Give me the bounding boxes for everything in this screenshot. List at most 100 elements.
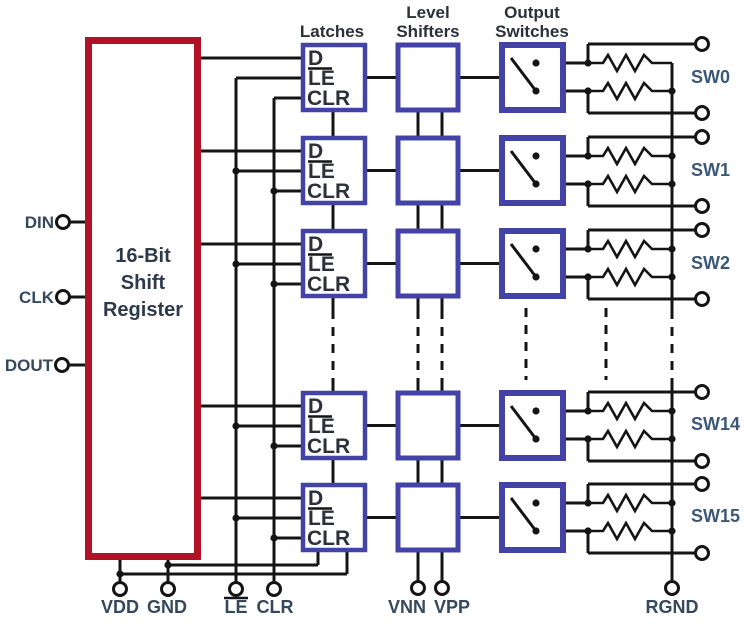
clk-label: CLK (19, 288, 55, 307)
channel-row-sw2: D LE CLR SW2 (201, 222, 730, 307)
wire (331, 296, 444, 393)
vpp-terminal (434, 580, 450, 596)
resistor (588, 238, 672, 260)
switch-lever (509, 497, 538, 532)
sw-terminal-bottom (694, 198, 710, 214)
latch-port-le: LE (308, 67, 335, 90)
latch-port-d: D (308, 47, 323, 70)
latch-port-le: LE (308, 253, 335, 276)
rgnd-terminal (664, 580, 680, 596)
sw-terminal-bottom (694, 545, 710, 561)
dout-label: DOUT (5, 356, 54, 375)
latch-box (300, 482, 368, 553)
din-label: DIN (25, 213, 54, 232)
dout-terminal (54, 357, 70, 373)
bottom-pins: VDD GND LE CLR VNN VPP RGND (101, 580, 699, 617)
sw-row-label: SW2 (691, 253, 730, 273)
gnd-label: GND (147, 597, 187, 617)
sw-row-label: SW1 (691, 160, 730, 180)
latch-box (300, 390, 368, 461)
level-shifters-header-line1: Level (406, 3, 449, 22)
sw-terminal-top (694, 36, 710, 52)
sw-terminal-bottom (694, 453, 710, 469)
resistor (588, 520, 672, 542)
clr-label: CLR (257, 597, 294, 617)
channel-row-sw14: D LE CLR SW14 (201, 384, 740, 469)
gnd-terminal (160, 581, 176, 597)
vdd-label: VDD (101, 597, 139, 617)
output-switch-box (499, 482, 566, 553)
bus-wiring (116, 63, 674, 582)
channel-row-sw1: D LE CLR SW1 (201, 129, 730, 214)
shift-register-label-line3: Register (103, 299, 183, 321)
latch-port-clr: CLR (307, 180, 350, 203)
resistor (588, 492, 672, 514)
level-shifter-box (395, 228, 461, 299)
sw-terminal-top (694, 222, 710, 238)
resistor (588, 145, 672, 167)
continuation-dashes (331, 308, 674, 380)
junction-dots (532, 407, 676, 443)
channel-row-sw0: D LE CLR SW0 (201, 36, 730, 121)
level-shifter-box (395, 135, 461, 206)
output-switches-header-line2: Switches (495, 22, 569, 41)
latch-box (300, 42, 368, 113)
sw-terminal-top (694, 476, 710, 492)
shift-register-block: 16-Bit Shift Register (85, 37, 201, 560)
sw-row-label: SW15 (691, 506, 740, 526)
le-terminal (228, 581, 244, 597)
left-pins: DIN CLK DOUT (5, 213, 85, 375)
switch-lever (509, 243, 538, 278)
latch-port-d: D (308, 140, 323, 163)
latch-port-le: LE (308, 160, 335, 183)
vdd-terminal (112, 581, 128, 597)
latch-port-clr: CLR (307, 435, 350, 458)
latches-header: Latches (300, 22, 364, 41)
channel-row-sw15: D LE CLR SW15 (201, 476, 740, 561)
vpp-label: VPP (434, 597, 470, 617)
vnn-vpp-wires (416, 550, 444, 581)
resistor (588, 80, 672, 102)
sw-terminal-bottom (694, 105, 710, 121)
switch-lever (509, 405, 538, 440)
latch-port-le: LE (308, 415, 335, 438)
vnn-terminal (410, 580, 426, 596)
level-shifter-box (395, 390, 461, 461)
wire (70, 220, 85, 367)
resistor (588, 428, 672, 450)
resistor (588, 400, 672, 422)
switch-lever (509, 57, 538, 92)
wire (331, 110, 444, 485)
level-shifter-box (395, 482, 461, 553)
output-switch-box (499, 42, 566, 113)
latch-port-clr: CLR (307, 527, 350, 550)
output-switch-box (499, 228, 566, 299)
latch-port-clr: CLR (307, 87, 350, 110)
junction-dots (532, 499, 676, 535)
latch-box (300, 228, 368, 299)
junction-dots (532, 245, 676, 281)
sw-row-label: SW14 (691, 414, 740, 434)
output-switch-box (499, 135, 566, 206)
latch-port-d: D (308, 395, 323, 418)
junction-dots (532, 152, 676, 188)
sw-terminal-top (694, 129, 710, 145)
level-shifter-box (395, 42, 461, 113)
sw-terminal-bottom (694, 291, 710, 307)
junction-dots (532, 59, 676, 95)
resistor (588, 52, 672, 74)
level-shifters-header-line2: Shifters (396, 22, 459, 41)
latch-port-le: LE (308, 507, 335, 530)
column-headers: Latches Level Shifters Output Switches (300, 3, 569, 41)
resistor (588, 173, 672, 195)
clk-terminal (55, 289, 71, 305)
shift-register-box (85, 37, 201, 560)
shift-register-label-line1: 16-Bit (115, 245, 171, 267)
vnn-label: VNN (388, 597, 426, 617)
resistor (588, 266, 672, 288)
output-switches-header-line1: Output (504, 3, 560, 22)
latch-port-d: D (308, 487, 323, 510)
le-label: LE (224, 597, 247, 617)
